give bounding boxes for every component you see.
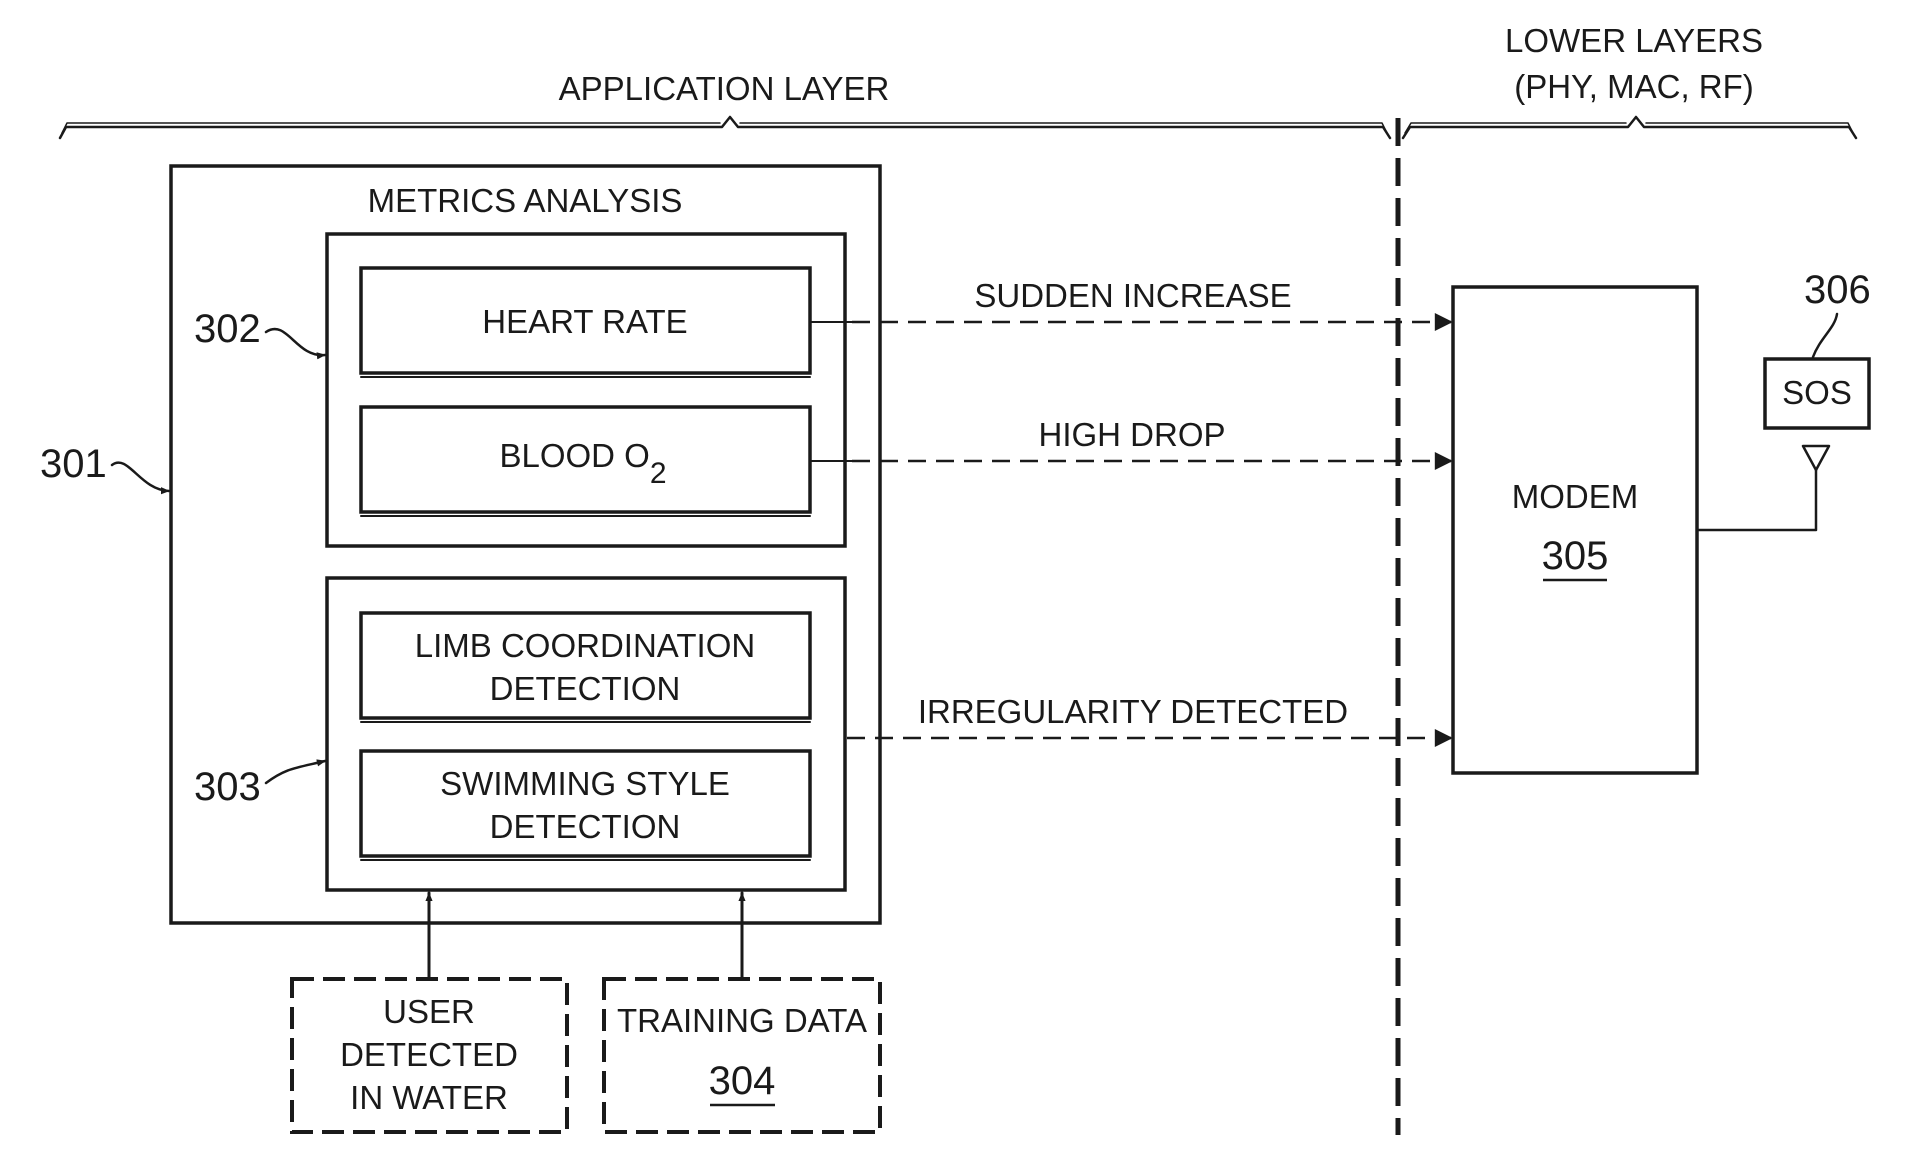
high-drop-label: HIGH DROP bbox=[1038, 416, 1225, 453]
high-drop-signal: HIGH DROP bbox=[809, 416, 1453, 470]
lower-layers-label-line2: (PHY, MAC, RF) bbox=[1514, 68, 1754, 105]
user-in-water-label-line1: USER bbox=[383, 993, 475, 1030]
blood-o2-label: BLOOD O2 bbox=[499, 437, 666, 490]
sos-label: SOS bbox=[1782, 374, 1852, 411]
modem-to-antenna-line bbox=[1695, 468, 1818, 532]
ref-302-leader bbox=[264, 328, 327, 360]
ref-301-leader bbox=[110, 461, 171, 495]
sos-box: SOS bbox=[1763, 357, 1871, 430]
application-layer-label: APPLICATION LAYER bbox=[559, 70, 890, 107]
irregularity-signal: IRREGULARITY DETECTED bbox=[847, 693, 1453, 747]
training-data-box: TRAINING DATA 304 bbox=[602, 977, 882, 1134]
metrics-analysis-box bbox=[169, 164, 882, 925]
ref-303-leader bbox=[264, 759, 327, 785]
ref-306-leader bbox=[1811, 312, 1839, 359]
heart-rate-label: HEART RATE bbox=[482, 303, 687, 340]
antenna-icon bbox=[1801, 444, 1831, 472]
ref-301: 301 bbox=[40, 442, 107, 486]
heart-rate-box: HEART RATE bbox=[359, 266, 812, 378]
blood-o2-box: BLOOD O2 bbox=[359, 405, 812, 517]
swimming-style-label-line2: DETECTION bbox=[490, 808, 681, 845]
lower-layers-brace bbox=[1401, 115, 1858, 140]
ref-303: 303 bbox=[194, 765, 261, 809]
blood-o2-subscript: 2 bbox=[650, 457, 667, 490]
irregularity-label: IRREGULARITY DETECTED bbox=[918, 693, 1348, 730]
training-data-ref: 304 bbox=[709, 1059, 776, 1103]
modem-ref: 305 bbox=[1542, 534, 1609, 578]
metrics-analysis-title: METRICS ANALYSIS bbox=[368, 182, 683, 219]
limb-coordination-label-line1: LIMB COORDINATION bbox=[415, 627, 755, 664]
modem-box: MODEM 305 bbox=[1451, 285, 1699, 775]
training-data-label: TRAINING DATA bbox=[617, 1002, 867, 1039]
ref-302: 302 bbox=[194, 307, 261, 351]
user-in-water-label-line3: IN WATER bbox=[350, 1079, 508, 1116]
ref-306: 306 bbox=[1804, 268, 1871, 312]
sudden-increase-label: SUDDEN INCREASE bbox=[974, 277, 1291, 314]
limb-coordination-label-line2: DETECTION bbox=[490, 670, 681, 707]
limb-coordination-box: LIMB COORDINATION DETECTION bbox=[359, 611, 812, 723]
lower-layers-label-line1: LOWER LAYERS bbox=[1505, 22, 1763, 59]
sudden-increase-signal: SUDDEN INCREASE bbox=[809, 277, 1453, 331]
physiological-group-box bbox=[325, 232, 847, 548]
swimming-style-label-line1: SWIMMING STYLE bbox=[440, 765, 730, 802]
motion-group-box bbox=[325, 576, 847, 892]
modem-label: MODEM bbox=[1512, 478, 1639, 515]
user-in-water-label-line2: DETECTED bbox=[340, 1036, 518, 1073]
swimming-style-box: SWIMMING STYLE DETECTION bbox=[359, 749, 812, 861]
application-layer-brace bbox=[58, 115, 1392, 140]
user-in-water-box: USER DETECTED IN WATER bbox=[290, 977, 569, 1134]
